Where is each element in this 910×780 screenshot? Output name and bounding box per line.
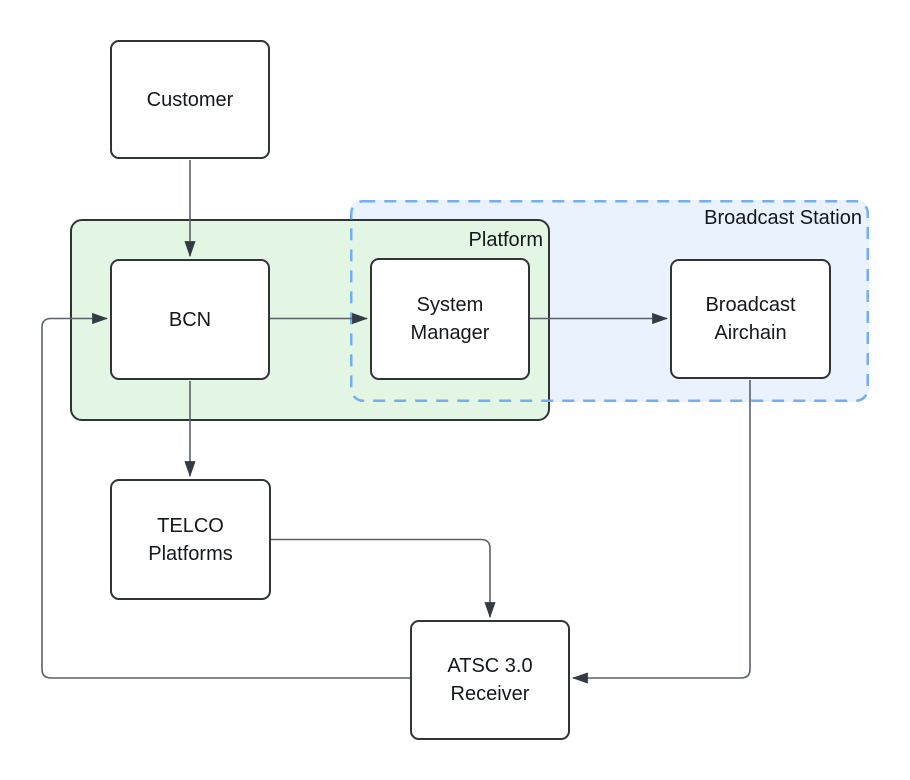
node-telco-platforms: TELCO Platforms bbox=[110, 479, 271, 600]
node-bcn: BCN bbox=[110, 259, 270, 380]
node-system-manager: System Manager bbox=[370, 258, 530, 380]
node-atsc-receiver: ATSC 3.0 Receiver bbox=[410, 620, 570, 740]
node-broadcast-airchain-label: Broadcast Airchain bbox=[705, 294, 796, 344]
node-system-manager-label: System Manager bbox=[410, 294, 490, 344]
node-customer: Customer bbox=[110, 40, 270, 159]
broadcast-station-container-label: Broadcast Station bbox=[704, 207, 862, 229]
node-broadcast-airchain: Broadcast Airchain bbox=[670, 259, 831, 379]
platform-container-label: Platform bbox=[468, 229, 543, 251]
edge-broadcast-airchain-to-atsc-receiver bbox=[571, 380, 751, 684]
node-telco-platforms-label: TELCO Platforms bbox=[148, 514, 233, 565]
node-atsc-receiver-label: ATSC 3.0 Receiver bbox=[447, 655, 533, 705]
node-customer-label: Customer bbox=[146, 88, 234, 111]
edge-telco-platforms-to-atsc-receiver bbox=[271, 538, 496, 619]
node-bcn-label: BCN bbox=[168, 308, 212, 331]
